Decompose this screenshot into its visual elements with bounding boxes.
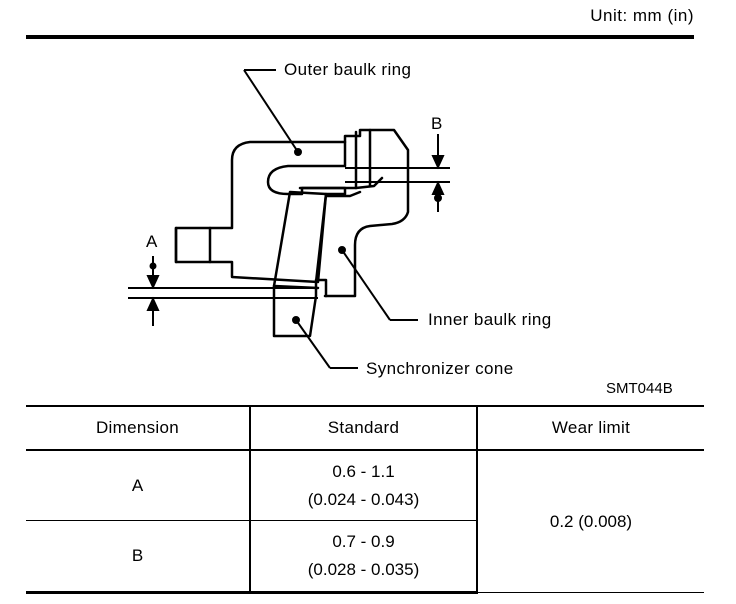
- dim-a-arrow-up: [146, 296, 160, 311]
- figure-code: SMT044B: [606, 380, 673, 397]
- dimension-cell: A: [26, 450, 250, 521]
- standard-mm: 0.7 - 0.9: [332, 532, 395, 551]
- dim-a-label: A: [146, 232, 158, 251]
- synchronizer-diagram: Outer baulk ring Inner baulk ring Synchr…: [128, 60, 552, 378]
- table-row: B 0.7 - 0.9 (0.028 - 0.035): [26, 520, 704, 594]
- outer-baulk-ring-hub: [174, 226, 212, 264]
- synchronizer-cone-shape: [272, 190, 328, 338]
- outer-ring-teeth: [323, 128, 410, 298]
- standard-in: (0.028 - 0.035): [307, 560, 420, 579]
- dim-b-arrow-up: [431, 180, 445, 195]
- table-header-row: Dimension Standard Wear limit: [26, 405, 704, 451]
- outer-baulk-ring-shape: [174, 140, 347, 284]
- dim-a-arrow-down: [146, 275, 160, 290]
- top-rule: [26, 35, 694, 39]
- dim-b-label: B: [431, 114, 443, 133]
- standard-cell: 0.7 - 0.9 (0.028 - 0.035): [249, 520, 478, 594]
- header-wear-limit: Wear limit: [477, 405, 704, 451]
- header-dimension: Dimension: [26, 405, 250, 451]
- outer-ring-inner-line: [354, 128, 372, 190]
- standard-mm: 0.6 - 1.1: [332, 461, 395, 481]
- callout-outer-baulk-ring: Outer baulk ring: [284, 60, 411, 79]
- spec-table: Dimension Standard Wear limit A 0.6 - 1.…: [26, 405, 704, 594]
- cone-tab: [314, 278, 328, 298]
- callout-synchronizer-cone: Synchronizer cone: [366, 359, 514, 378]
- leader-outer-ring-d: [243, 69, 299, 153]
- standard-in: (0.024 - 0.043): [307, 489, 420, 509]
- leader-inner-ring-d: [341, 249, 391, 321]
- callout-inner-baulk-ring: Inner baulk ring: [428, 310, 552, 329]
- dimension-cell: B: [26, 520, 250, 594]
- dim-b-arrow-down: [431, 155, 445, 170]
- table-row: A 0.6 - 1.1 (0.024 - 0.043) 0.2 (0.008): [26, 450, 704, 593]
- wear-limit-cell: 0.2 (0.008): [477, 450, 704, 593]
- leader-cone-d: [295, 319, 331, 369]
- standard-cell: 0.6 - 1.1 (0.024 - 0.043): [249, 450, 478, 521]
- unit-label: Unit: mm (in): [590, 6, 694, 25]
- header-standard: Standard: [249, 405, 478, 451]
